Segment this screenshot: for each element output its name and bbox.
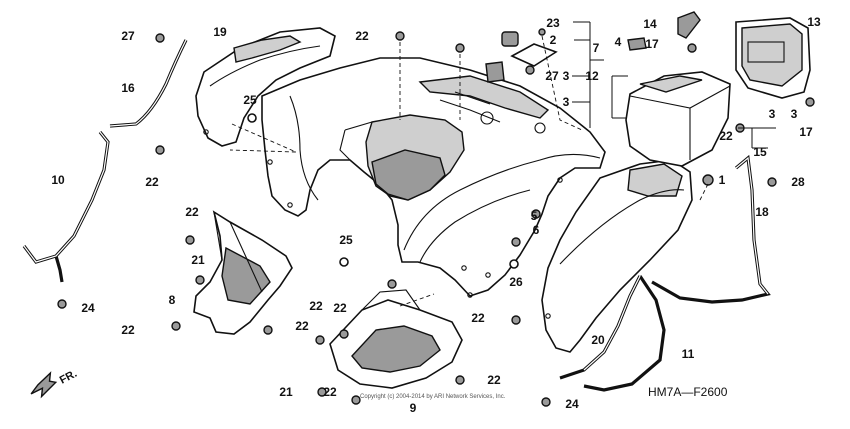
callout-3: 3 xyxy=(769,107,776,121)
callout-25: 25 xyxy=(243,93,257,107)
front-direction-label: FR. xyxy=(58,368,79,387)
callout-22: 22 xyxy=(145,175,159,189)
callout-21: 21 xyxy=(279,385,293,399)
stay-rod-10 xyxy=(22,131,110,283)
callout-22: 22 xyxy=(355,29,369,43)
callout-10: 10 xyxy=(51,173,65,187)
strap-item-4 xyxy=(627,37,647,51)
callout-22: 22 xyxy=(333,301,347,315)
callout-12: 12 xyxy=(585,69,599,83)
callout-27: 27 xyxy=(121,29,135,43)
diagram-code: HM7A—F2600 xyxy=(648,385,728,399)
callout-22: 22 xyxy=(471,311,485,325)
callout-22: 22 xyxy=(295,319,309,333)
battery-box-lid xyxy=(735,17,811,99)
bolts xyxy=(57,28,815,407)
band-item-14 xyxy=(677,11,701,39)
reference-lines xyxy=(229,35,709,307)
callout-22: 22 xyxy=(185,205,199,219)
callout-24: 24 xyxy=(565,397,579,411)
callout-16: 16 xyxy=(121,81,135,95)
callout-22: 22 xyxy=(121,323,135,337)
callout-2: 2 xyxy=(550,33,557,47)
callout-6: 6 xyxy=(533,223,540,237)
callout-22: 22 xyxy=(719,129,733,143)
callout-21: 21 xyxy=(191,253,205,267)
left-side-fender xyxy=(195,27,336,147)
callout-28: 28 xyxy=(791,175,805,189)
callout-3: 3 xyxy=(563,95,570,109)
callout-4: 4 xyxy=(615,35,622,49)
rubber-item-3 xyxy=(485,61,505,83)
stay-rod-16 xyxy=(109,39,188,128)
callout-27: 27 xyxy=(545,69,559,83)
callout-14: 14 xyxy=(643,17,657,31)
callout-18: 18 xyxy=(755,205,769,219)
callout-24: 24 xyxy=(81,301,95,315)
front-direction-arrow: FR. xyxy=(30,368,79,399)
callout-8: 8 xyxy=(169,293,176,307)
callout-22: 22 xyxy=(487,373,501,387)
stay-rod-11 xyxy=(559,275,666,392)
callout-7: 7 xyxy=(593,41,600,55)
plate-item-7 xyxy=(510,43,558,67)
callout-5: 5 xyxy=(531,209,538,223)
callout-26: 26 xyxy=(509,275,523,289)
callout-3: 3 xyxy=(791,107,798,121)
callout-17: 17 xyxy=(799,125,813,139)
callout-22: 22 xyxy=(323,385,337,399)
mud-guard-left xyxy=(193,210,293,335)
cap-item-2 xyxy=(501,31,519,47)
callout-15: 15 xyxy=(753,145,767,159)
right-side-fender xyxy=(541,159,693,353)
callout-20: 20 xyxy=(591,333,605,347)
callout-25: 25 xyxy=(339,233,353,247)
lower-tray xyxy=(329,289,463,389)
leader-lines xyxy=(572,21,776,149)
stay-rod-18 xyxy=(651,154,771,304)
callout-22: 22 xyxy=(309,299,323,313)
battery-cover xyxy=(625,71,731,167)
callout-23: 23 xyxy=(546,16,560,30)
callout-13: 13 xyxy=(807,15,821,29)
callout-19: 19 xyxy=(213,25,227,39)
callout-3: 3 xyxy=(563,69,570,83)
callout-11: 11 xyxy=(682,347,695,361)
copyright-notice: Copyright (c) 2004-2014 by ARI Network S… xyxy=(360,394,506,400)
callout-17: 17 xyxy=(645,37,659,51)
callout-9: 9 xyxy=(410,401,417,415)
rear-fender xyxy=(261,57,606,298)
callout-1: 1 xyxy=(719,173,726,187)
